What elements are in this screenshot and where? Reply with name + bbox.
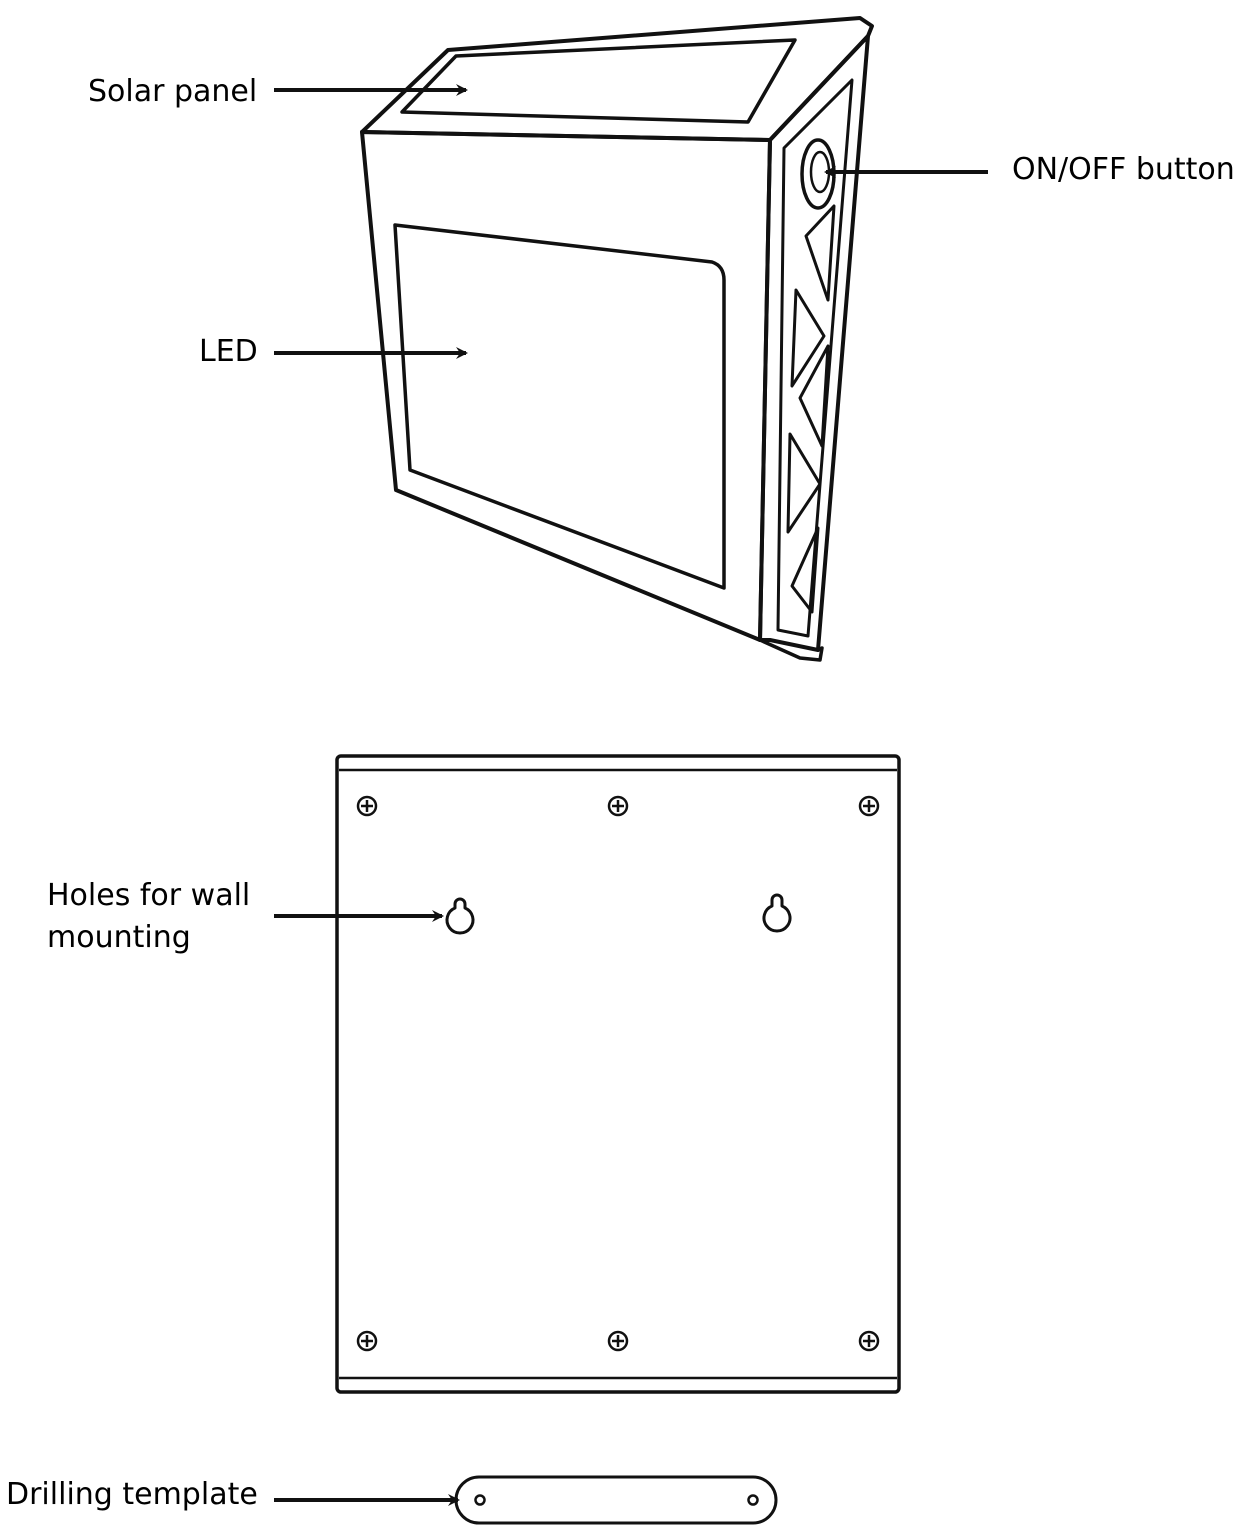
solar-panel-label: Solar panel	[88, 74, 258, 109]
screw-icon	[858, 1330, 880, 1352]
back-plate	[335, 754, 901, 1394]
screw-icon	[858, 795, 880, 817]
wall-holes-label-line1: Holes for wall	[47, 878, 251, 913]
solar-light-unit	[360, 16, 874, 662]
drilling-template-outline	[454, 1475, 778, 1525]
led-window	[393, 223, 726, 590]
side-cutout	[790, 526, 820, 614]
solar-panel	[400, 38, 797, 124]
unit-side-strip	[758, 34, 870, 652]
screw-icon	[356, 1330, 378, 1352]
keyhole-icon	[762, 893, 792, 933]
side-cutout	[804, 204, 836, 302]
screw-icon	[356, 795, 378, 817]
unit-front-face	[360, 130, 772, 642]
screw-icon	[607, 1330, 629, 1352]
drill-hole-icon	[747, 1494, 759, 1506]
unit-bottom-lip	[758, 638, 824, 662]
unit-side-recess	[776, 78, 854, 638]
wall-holes-label-line2: mounting	[47, 920, 191, 955]
on-off-button-label: ON/OFF button	[1012, 152, 1235, 187]
led-label: LED	[199, 334, 258, 369]
keyhole-icon	[445, 897, 475, 935]
drill-hole-icon	[474, 1494, 486, 1506]
wall-holes-label: Holes for wall mounting	[47, 875, 250, 959]
side-cutout	[798, 344, 830, 448]
unit-top-surface	[360, 16, 874, 142]
side-cutout	[790, 288, 826, 388]
side-cutout	[786, 432, 822, 534]
screw-icon	[607, 795, 629, 817]
drilling-template-label: Drilling template	[6, 1477, 258, 1512]
drilling-template	[454, 1475, 778, 1525]
back-plate-outline	[335, 754, 901, 1394]
